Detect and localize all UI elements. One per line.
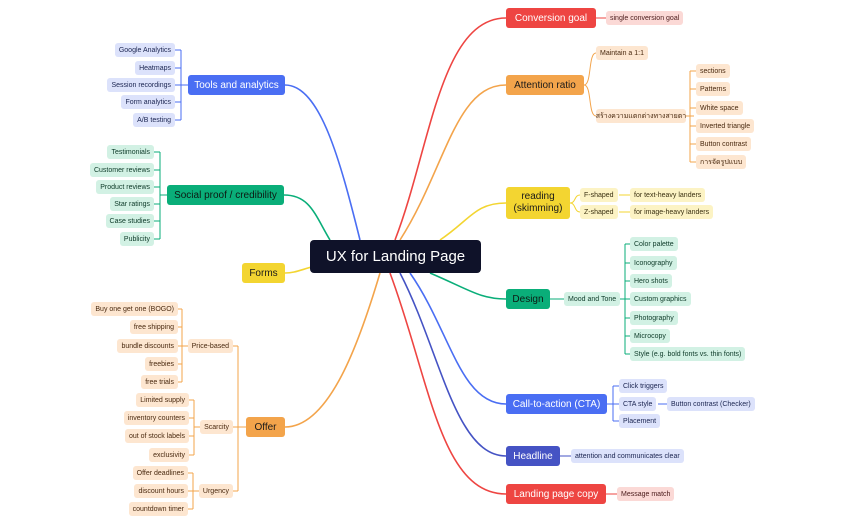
button-contrast-node[interactable]: Button contrast (Checker) xyxy=(667,397,755,411)
design-item[interactable]: Custom graphics xyxy=(630,292,691,306)
forms-node[interactable]: Forms xyxy=(242,263,285,283)
root-node[interactable]: UX for Landing Page xyxy=(310,240,481,273)
connector-conversion-goal xyxy=(394,17,507,241)
scarcity-item[interactable]: Limited supply xyxy=(136,393,189,407)
placement-node[interactable]: Placement xyxy=(619,414,661,428)
connector-attention-ratio xyxy=(399,84,507,241)
design-item[interactable]: Iconography xyxy=(630,256,677,270)
design-item[interactable]: Photography xyxy=(630,311,678,325)
connector-reading xyxy=(439,202,507,241)
tools-item[interactable]: Heatmaps xyxy=(135,61,175,75)
social-item[interactable]: Testimonials xyxy=(107,145,154,159)
z-shaped-note[interactable]: for image-heavy landers xyxy=(630,205,714,219)
design-item[interactable]: Microcopy xyxy=(630,329,670,343)
social-item[interactable]: Product reviews xyxy=(96,180,154,194)
single-conversion-goal-node[interactable]: single conversion goal xyxy=(606,11,684,25)
attention-item[interactable]: Inverted triangle xyxy=(696,119,755,133)
price-item[interactable]: freebies xyxy=(145,357,178,371)
connector-offer xyxy=(284,272,381,428)
cta-style-node[interactable]: CTA style xyxy=(619,397,657,411)
social-item[interactable]: Star ratings xyxy=(110,197,154,211)
attention-item[interactable]: Patterns xyxy=(696,82,731,96)
attention-item[interactable]: การจัดรูปแบบ xyxy=(696,155,747,169)
attention-ratio-node[interactable]: Attention ratio xyxy=(506,75,584,95)
price-based-node[interactable]: Price-based xyxy=(187,339,233,353)
connector-social xyxy=(283,194,331,241)
f-shaped-note[interactable]: for text-heavy landers xyxy=(630,188,706,202)
price-item[interactable]: free trials xyxy=(141,375,178,389)
reading-label-line1: reading xyxy=(521,191,555,202)
price-item[interactable]: bundle discounts xyxy=(117,339,178,353)
visual-contrast-node[interactable]: สร้างความแตกต่างทางสายตา xyxy=(596,109,686,123)
z-shaped-node[interactable]: Z-shaped xyxy=(580,205,618,219)
reading-label-line2: (skimming) xyxy=(513,203,563,214)
social-item[interactable]: Case studies xyxy=(105,214,154,228)
f-shaped-node[interactable]: F-shaped xyxy=(580,188,618,202)
urgency-item[interactable]: countdown timer xyxy=(128,502,188,516)
tools-item[interactable]: Form analytics xyxy=(121,95,175,109)
price-item[interactable]: free shipping xyxy=(129,320,178,334)
connector-headline xyxy=(399,272,507,457)
headline-child-node[interactable]: attention and communicates clear xyxy=(571,449,684,463)
tools-item[interactable]: A/B testing xyxy=(133,113,175,127)
message-match-node[interactable]: Message match xyxy=(617,487,675,501)
design-item[interactable]: Color palette xyxy=(630,237,678,251)
social-item[interactable]: Customer reviews xyxy=(89,163,154,177)
landing-copy-node[interactable]: Landing page copy xyxy=(506,484,606,504)
headline-node[interactable]: Headline xyxy=(506,446,560,466)
connector-tools xyxy=(284,84,361,241)
connector-landing-copy xyxy=(389,272,507,495)
connector-cta xyxy=(409,272,507,405)
social-proof-node[interactable]: Social proof / credibility xyxy=(167,185,284,205)
mood-tone-node[interactable]: Mood and Tone xyxy=(564,292,621,306)
design-item[interactable]: Hero shots xyxy=(630,274,672,288)
click-triggers-node[interactable]: Click triggers xyxy=(619,379,668,393)
social-item[interactable]: Publicity xyxy=(119,232,154,246)
attention-item[interactable]: Button contrast xyxy=(696,137,752,151)
tools-item[interactable]: Google Analytics xyxy=(114,43,175,57)
conversion-goal-node[interactable]: Conversion goal xyxy=(506,8,596,28)
scarcity-item[interactable]: exclusivity xyxy=(149,448,189,462)
scarcity-node[interactable]: Scarcity xyxy=(200,420,233,434)
urgency-item[interactable]: discount hours xyxy=(134,484,188,498)
scarcity-item[interactable]: out of stock labels xyxy=(124,429,189,443)
attention-item[interactable]: White space xyxy=(696,101,743,115)
offer-node[interactable]: Offer xyxy=(246,417,285,437)
cta-node[interactable]: Call-to-action (CTA) xyxy=(506,394,607,414)
attention-item[interactable]: sections xyxy=(696,64,730,78)
reading-node[interactable]: reading (skimming) xyxy=(506,187,570,219)
tools-analytics-node[interactable]: Tools and analytics xyxy=(188,75,285,95)
price-item[interactable]: Buy one get one (BOGO) xyxy=(91,302,178,316)
design-item[interactable]: Style (e.g. bold fonts vs. thin fonts) xyxy=(630,347,746,361)
scarcity-item[interactable]: inventory counters xyxy=(123,411,189,425)
urgency-node[interactable]: Urgency xyxy=(198,484,233,498)
tools-item[interactable]: Session recordings xyxy=(107,78,175,92)
connector-design xyxy=(429,272,507,300)
urgency-item[interactable]: Offer deadlines xyxy=(132,466,188,480)
maintain-ratio-node[interactable]: Maintain a 1:1 xyxy=(596,46,648,60)
design-node[interactable]: Design xyxy=(506,289,550,309)
